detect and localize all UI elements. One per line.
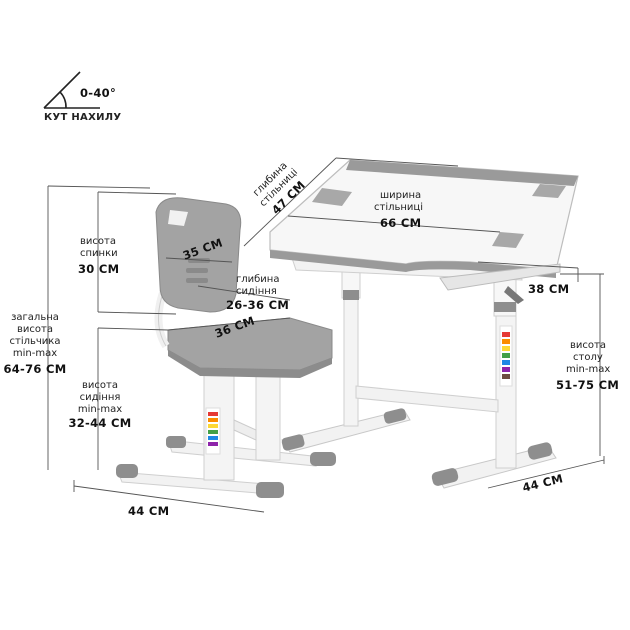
- desk-crossbar: [355, 385, 499, 413]
- desk-width-label-2: стільниці: [374, 202, 424, 213]
- desk-height-label-3: min-max: [566, 364, 611, 375]
- seat-height-label-2: сидіння: [79, 392, 121, 403]
- seat-depth-label-1: глибина: [236, 274, 280, 285]
- chair-back-height-value: 30 СМ: [78, 262, 120, 276]
- tilt-caption: КУТ НАХИЛУ: [44, 112, 122, 123]
- dimension-lines: [47, 157, 605, 513]
- desk-left-foot-cap: [383, 408, 407, 424]
- chair-backrest: [155, 197, 242, 313]
- tilt-angle-icon: [43, 71, 100, 109]
- desk-height-value: 51-75 СМ: [556, 378, 620, 392]
- chair-total-height-value: 64-76 СМ: [3, 362, 67, 376]
- desk: [269, 159, 579, 489]
- desk-height-scale: [499, 325, 513, 387]
- seat-height-value: 32-44 СМ: [68, 416, 132, 430]
- seat-height-label-3: min-max: [77, 404, 123, 415]
- chair-back-height-label-2: спинки: [80, 248, 118, 259]
- desk-left-leg-lower: [343, 297, 359, 427]
- chair-base-value: 44 СМ: [128, 504, 170, 518]
- chair-total-height-label-4: min-max: [12, 348, 58, 359]
- tilt-range-value: 0-40°: [80, 86, 117, 100]
- chair-back-height-label-1: висота: [80, 236, 116, 247]
- chair-total-height-label-1: загальна: [11, 312, 59, 323]
- chair-rear-column: [255, 365, 281, 461]
- chair-total-height-label-3: стільчика: [9, 336, 61, 347]
- desk-shelf-value: 38 СМ: [528, 282, 570, 296]
- chair-height-scale: [205, 407, 221, 455]
- seat-depth-label-2: сидіння: [236, 286, 277, 297]
- desk-width-value: 66 СМ: [380, 216, 422, 230]
- chair-base: [117, 471, 271, 495]
- desk-height-label-1: висота: [570, 340, 606, 351]
- seat-height-label-1: висота: [82, 380, 118, 391]
- chair: [116, 197, 336, 498]
- chair-total-height-label-2: висота: [17, 324, 53, 335]
- desk-tilt-bracket: [439, 263, 561, 291]
- seat-depth-value: 26-36 СМ: [226, 298, 290, 312]
- desk-height-label-2: столу: [573, 352, 603, 363]
- desk-width-label-1: ширина: [380, 190, 422, 201]
